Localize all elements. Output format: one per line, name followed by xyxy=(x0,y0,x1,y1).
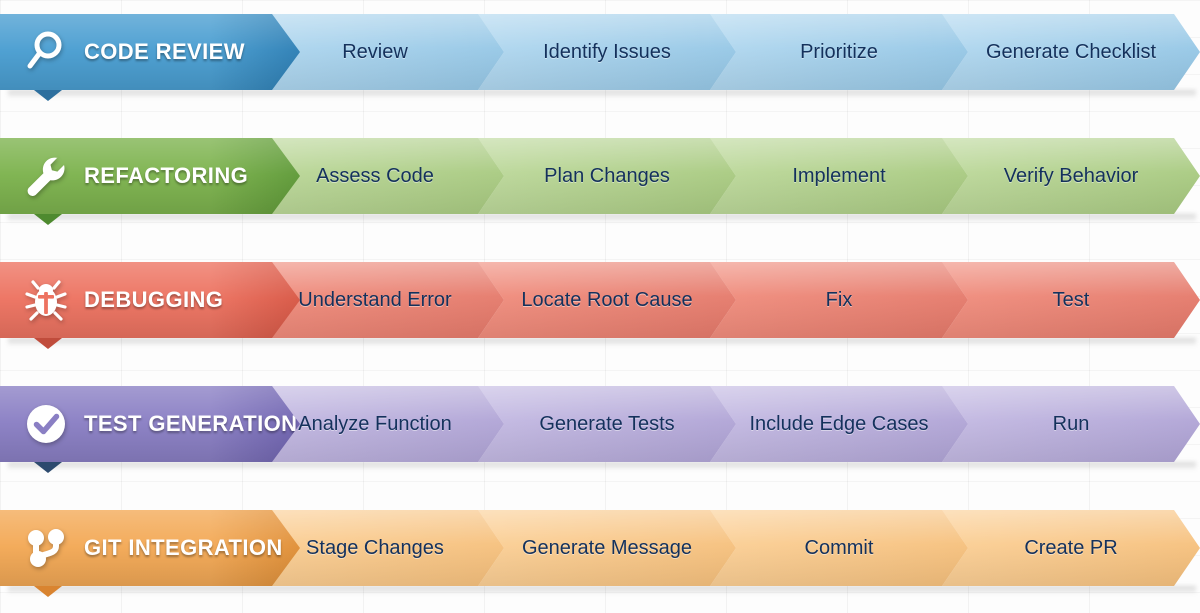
step-label: Include Edge Cases xyxy=(749,412,929,435)
workflow-header-test-generation[interactable]: TEST GENERATION xyxy=(0,386,300,462)
workflow-header-git-integration[interactable]: GIT INTEGRATION xyxy=(0,510,300,586)
magnifier-icon xyxy=(22,28,70,76)
wrench-icon xyxy=(22,152,70,200)
step-label: Fix xyxy=(825,288,853,311)
step-git-integration-4[interactable]: Create PR xyxy=(942,510,1200,586)
corner-fold-tab xyxy=(34,586,62,597)
step-label: Review xyxy=(342,40,408,63)
step-label: Stage Changes xyxy=(306,536,444,559)
workflow-header-code-review[interactable]: CODE REVIEW xyxy=(0,14,300,90)
workflow-header-debugging[interactable]: DEBUGGING xyxy=(0,262,300,338)
step-label: Create PR xyxy=(1024,536,1118,559)
row-shadow xyxy=(8,338,1196,350)
bug-icon xyxy=(22,276,70,324)
workflow-band: DEBUGGING Understand Error Locate Root Cau… xyxy=(0,262,1200,338)
step-label: Commit xyxy=(804,536,874,559)
step-test-generation-3[interactable]: Include Edge Cases xyxy=(710,386,968,462)
step-label: Understand Error xyxy=(298,288,452,311)
step-test-generation-2[interactable]: Generate Tests xyxy=(478,386,736,462)
step-label: Plan Changes xyxy=(544,164,670,187)
git-branch-icon xyxy=(22,524,70,572)
step-debugging-4[interactable]: Test xyxy=(942,262,1200,338)
workflow-title: GIT INTEGRATION xyxy=(84,535,283,560)
step-code-review-4[interactable]: Generate Checklist xyxy=(942,14,1200,90)
step-label: Implement xyxy=(792,164,886,187)
corner-fold-tab xyxy=(34,338,62,349)
workflow-band: CODE REVIEW Review Identify Issues Prioriti… xyxy=(0,14,1200,90)
step-label: Assess Code xyxy=(316,164,434,187)
corner-fold-tab xyxy=(34,462,62,473)
step-test-generation-4[interactable]: Run xyxy=(942,386,1200,462)
step-debugging-2[interactable]: Locate Root Cause xyxy=(478,262,736,338)
step-label: Locate Root Cause xyxy=(521,288,693,311)
step-label: Generate Tests xyxy=(539,412,675,435)
row-shadow xyxy=(8,214,1196,226)
step-git-integration-3[interactable]: Commit xyxy=(710,510,968,586)
workflow-band: GIT INTEGRATION Stage Changes Generate Mes… xyxy=(0,510,1200,586)
step-label: Verify Behavior xyxy=(1003,164,1139,187)
step-refactoring-2[interactable]: Plan Changes xyxy=(478,138,736,214)
workflow-title: DEBUGGING xyxy=(84,287,224,312)
step-refactoring-4[interactable]: Verify Behavior xyxy=(942,138,1200,214)
workflow-header-refactoring[interactable]: REFACTORING xyxy=(0,138,300,214)
row-shadow xyxy=(8,586,1196,598)
step-label: Analyze Function xyxy=(298,412,452,435)
step-code-review-3[interactable]: Prioritize xyxy=(710,14,968,90)
corner-fold-tab xyxy=(34,214,62,225)
step-label: Generate Message xyxy=(521,536,693,559)
workflow-title: TEST GENERATION xyxy=(84,411,298,436)
step-list: Understand Error Locate Root Cause Fix Test xyxy=(272,262,1200,338)
step-list: Review Identify Issues Prioritize Generate … xyxy=(272,14,1200,90)
step-label: Identify Issues xyxy=(543,40,671,63)
step-label: Prioritize xyxy=(800,40,878,63)
workflow-row-git-integration: GIT INTEGRATION Stage Changes Generate Mes… xyxy=(0,510,1200,598)
workflow-row-code-review: CODE REVIEW Review Identify Issues Prioriti… xyxy=(0,14,1200,102)
step-label: Test xyxy=(1052,288,1090,311)
workflow-row-debugging: DEBUGGING Understand Error Locate Root Cau… xyxy=(0,262,1200,350)
step-list: Analyze Function Generate Tests Include Ed… xyxy=(272,386,1200,462)
check-circle-icon xyxy=(22,400,70,448)
row-shadow xyxy=(8,462,1196,474)
row-shadow xyxy=(8,90,1196,102)
corner-fold-tab xyxy=(34,90,62,101)
step-git-integration-2[interactable]: Generate Message xyxy=(478,510,736,586)
workflow-title: REFACTORING xyxy=(84,163,249,188)
step-label: Generate Checklist xyxy=(985,40,1157,63)
workflow-band: REFACTORING Assess Code Plan Changes Implem… xyxy=(0,138,1200,214)
step-list: Assess Code Plan Changes Implement Verify B… xyxy=(272,138,1200,214)
workflow-title: CODE REVIEW xyxy=(84,39,245,64)
step-label: Run xyxy=(1052,412,1090,435)
step-debugging-3[interactable]: Fix xyxy=(710,262,968,338)
workflow-row-refactoring: REFACTORING Assess Code Plan Changes Implem… xyxy=(0,138,1200,226)
step-code-review-2[interactable]: Identify Issues xyxy=(478,14,736,90)
step-refactoring-3[interactable]: Implement xyxy=(710,138,968,214)
step-list: Stage Changes Generate Message Commit Creat… xyxy=(272,510,1200,586)
